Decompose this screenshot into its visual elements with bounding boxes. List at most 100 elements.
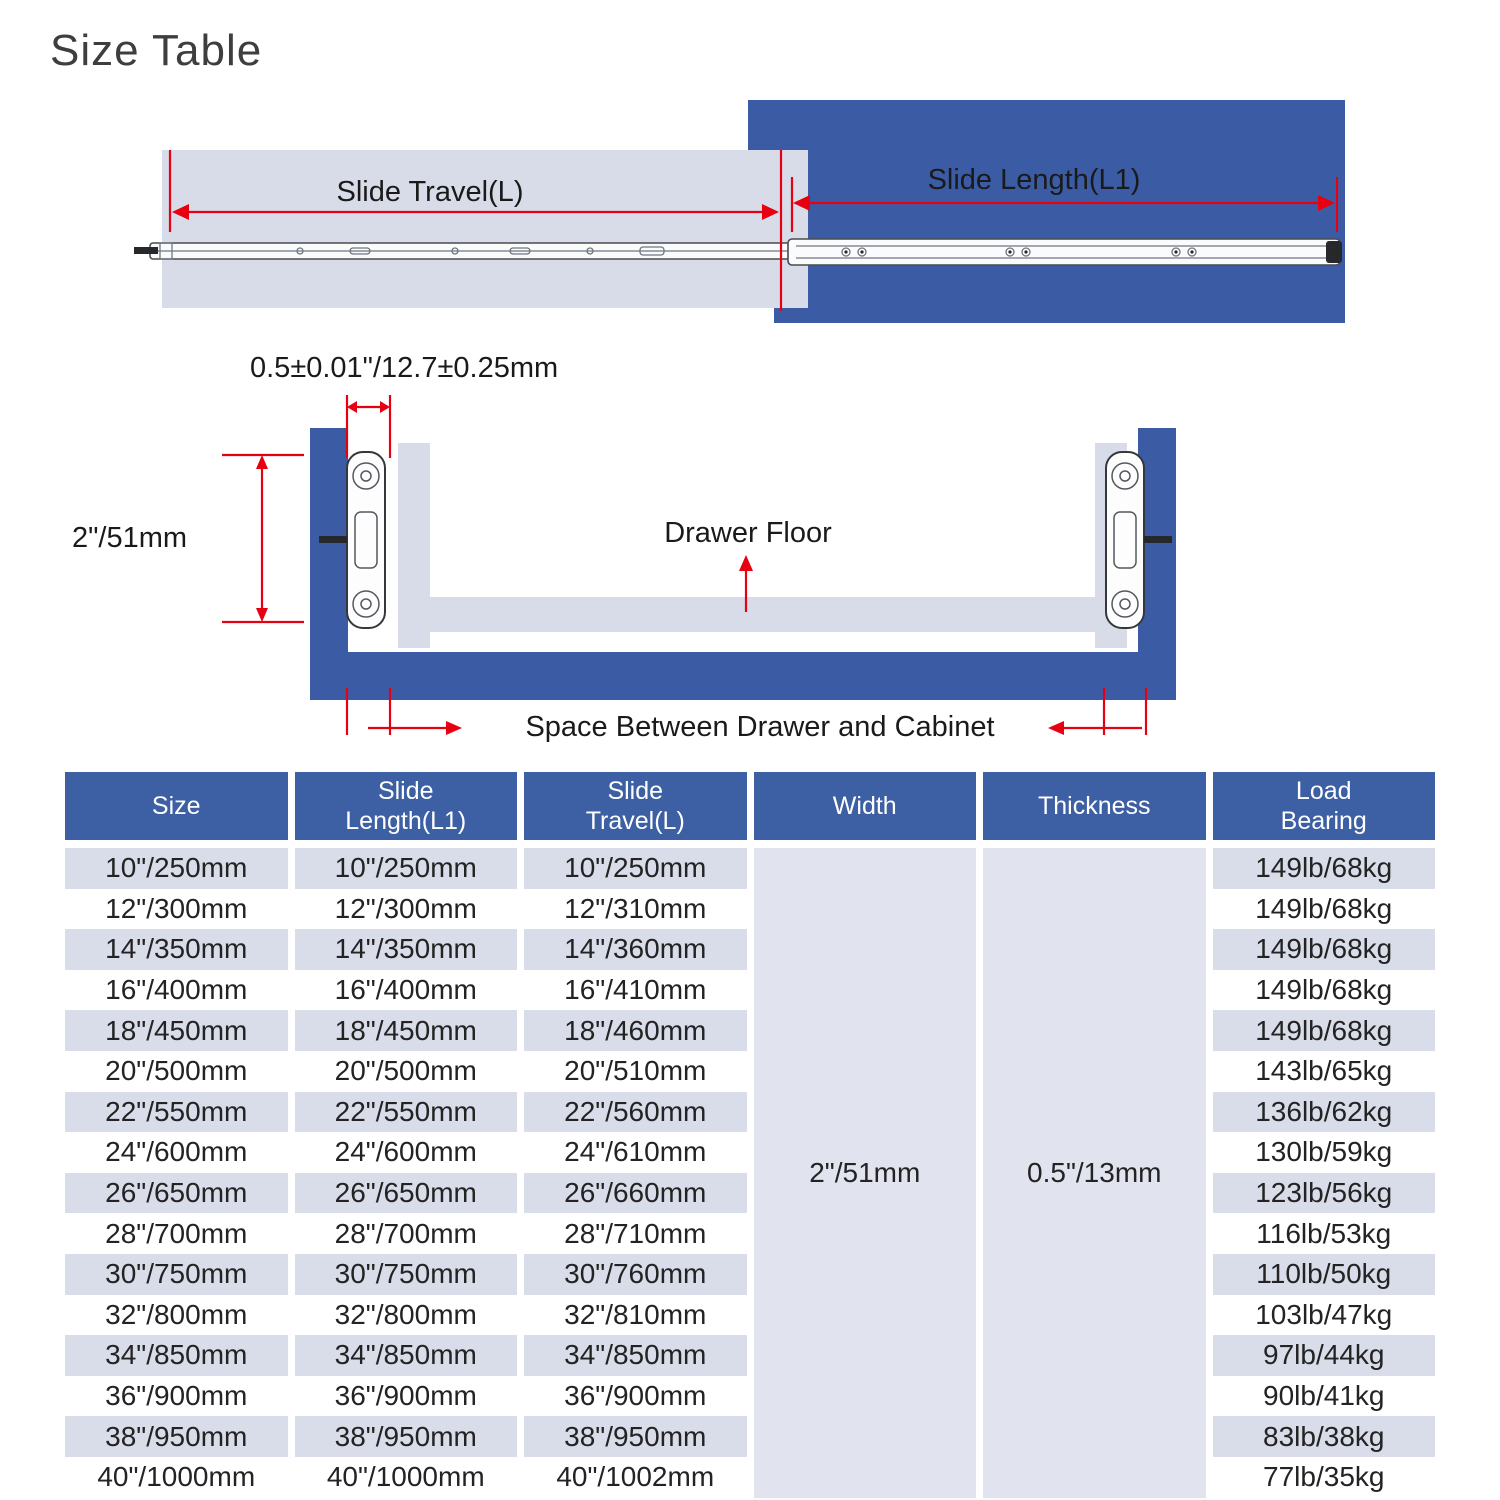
table-cell: 149lb/68kg (1212, 848, 1435, 889)
table-cell: 38"/950mm (524, 1416, 747, 1457)
column-header-load-bearing: Load Bearing (1212, 772, 1435, 840)
table-cell: 28"/710mm (564, 1217, 707, 1249)
arrow-left-icon (793, 195, 810, 211)
table-cell: 28"/700mm (334, 1217, 477, 1249)
table-cell: 16"/400mm (105, 974, 248, 1006)
table-cell: 40"/1002mm (556, 1461, 715, 1493)
table-cell: 34"/850mm (294, 1335, 517, 1376)
table-cell: 22"/550mm (294, 1091, 517, 1133)
table-cell: 149lb/68kg (1212, 929, 1435, 970)
table-cell: 38"/950mm (65, 1416, 288, 1457)
rail-end-cap-icon (1326, 241, 1342, 263)
table-cell: 12"/300mm (334, 892, 477, 924)
table-cell: 12"/310mm (564, 892, 707, 924)
table-cell: 30"/760mm (524, 1253, 747, 1295)
column-header-size: Size (65, 772, 288, 840)
arrow-right-icon (762, 204, 779, 220)
table-cell: 18"/450mm (294, 1010, 517, 1051)
table-cell: 149lb/68kg (1255, 892, 1393, 924)
table-cell: 10"/250mm (524, 848, 747, 889)
arrow-right-icon (1318, 195, 1335, 211)
thickness-merged-cell: 0.5"/13mm (983, 848, 1206, 1498)
slide-travel-dimension (168, 150, 783, 311)
table-cell: 20"/500mm (105, 1055, 248, 1087)
table-cell: 14"/350mm (65, 929, 288, 970)
table-cell: 36"/900mm (564, 1380, 707, 1412)
table-cell: 40"/1000mm (97, 1461, 256, 1493)
table-cell: 130lb/59kg (1255, 1136, 1393, 1168)
table-cell: 123lb/56kg (1212, 1172, 1435, 1214)
table-cell: 18"/460mm (524, 1010, 747, 1051)
table-cell: 10"/250mm (294, 848, 517, 889)
height-dimension (222, 453, 304, 624)
table-cell: 116lb/53kg (1256, 1217, 1392, 1249)
table-cell: 24"/610mm (564, 1136, 707, 1168)
width-merged-cell: 2"/51mm (753, 848, 976, 1498)
table-cell: 149lb/68kg (1212, 1010, 1435, 1051)
drawer-shape (162, 150, 808, 308)
table-cell: 30"/750mm (65, 1253, 288, 1295)
table-cell: 103lb/47kg (1255, 1298, 1393, 1330)
slide-side-view-diagram (134, 100, 1345, 323)
arrow-left-icon (172, 204, 189, 220)
table-cell: 38"/950mm (294, 1416, 517, 1457)
cross-section-diagram (222, 395, 1176, 735)
table-cell: 14"/350mm (294, 929, 517, 970)
page-title: Size Table (50, 26, 263, 75)
space-right-dimension (1048, 688, 1148, 735)
table-cell: 24"/600mm (105, 1136, 248, 1168)
table-cell: 26"/660mm (524, 1172, 747, 1214)
thickness-dimension-label: 0.5±0.01"/12.7±0.25mm (250, 352, 559, 384)
column-header-slide-length: Slide Length(L1) (294, 772, 517, 840)
table-cell: 34"/850mm (65, 1335, 288, 1376)
table-cell: 34"/850mm (524, 1335, 747, 1376)
table-cell: 20"/510mm (564, 1055, 707, 1087)
column-header-thickness: Thickness (983, 772, 1206, 840)
space-left-dimension (345, 688, 462, 735)
column-header-slide-travel: Slide Travel(L) (524, 772, 747, 840)
table-cell: 24"/600mm (334, 1136, 477, 1168)
table-cell: 32"/800mm (334, 1298, 477, 1330)
release-lever-icon (134, 247, 158, 254)
size-table: Size Slide Length(L1) Slide Travel(L) Wi… (65, 772, 1435, 1498)
drawer-slide-rail (134, 238, 1342, 266)
table-cell: 28"/700mm (105, 1217, 248, 1249)
table-cell: 32"/810mm (564, 1298, 707, 1330)
table-cell: 30"/750mm (294, 1253, 517, 1295)
drawer-floor-shape (424, 597, 1101, 632)
table-cell: 36"/900mm (334, 1380, 477, 1412)
table-cell: 97lb/44kg (1212, 1335, 1435, 1376)
table-cell: 26"/650mm (65, 1172, 288, 1214)
left-slide-cross-section-icon (319, 451, 386, 629)
table-cell: 136lb/62kg (1212, 1091, 1435, 1133)
right-slide-cross-section-icon (1105, 451, 1172, 629)
table-cell: 90lb/41kg (1263, 1380, 1385, 1412)
slide-travel-label: Slide Travel(L) (336, 176, 524, 208)
table-cell: 10"/250mm (65, 848, 288, 889)
slide-length-label: Slide Length(L1) (927, 164, 1141, 196)
table-cell: 22"/550mm (65, 1091, 288, 1133)
table-cell: 26"/650mm (294, 1172, 517, 1214)
table-cell: 40"/1000mm (326, 1461, 485, 1493)
drawer-floor-label: Drawer Floor (664, 517, 832, 549)
table-cell: 149lb/68kg (1255, 974, 1393, 1006)
table-cell: 16"/410mm (564, 974, 707, 1006)
cabinet-cross-section (310, 428, 1176, 700)
column-header-width: Width (753, 772, 976, 840)
table-cell: 20"/500mm (334, 1055, 477, 1087)
table-cell: 110lb/50kg (1212, 1253, 1435, 1295)
table-cell: 77lb/35kg (1263, 1461, 1385, 1493)
table-cell: 14"/360mm (524, 929, 747, 970)
thickness-dimension (345, 395, 392, 458)
table-cell: 143lb/65kg (1255, 1055, 1393, 1087)
cabinet-shape (748, 100, 1345, 323)
table-cell: 18"/450mm (65, 1010, 288, 1051)
table-cell: 32"/800mm (105, 1298, 248, 1330)
height-dimension-label: 2"/51mm (72, 522, 188, 554)
table-cell: 16"/400mm (334, 974, 477, 1006)
table-cell: 83lb/38kg (1212, 1416, 1435, 1457)
table-cell: 12"/300mm (105, 892, 248, 924)
table-cell: 22"/560mm (524, 1091, 747, 1133)
drawer-floor-arrow (739, 555, 753, 612)
space-between-label: Space Between Drawer and Cabinet (525, 711, 995, 743)
